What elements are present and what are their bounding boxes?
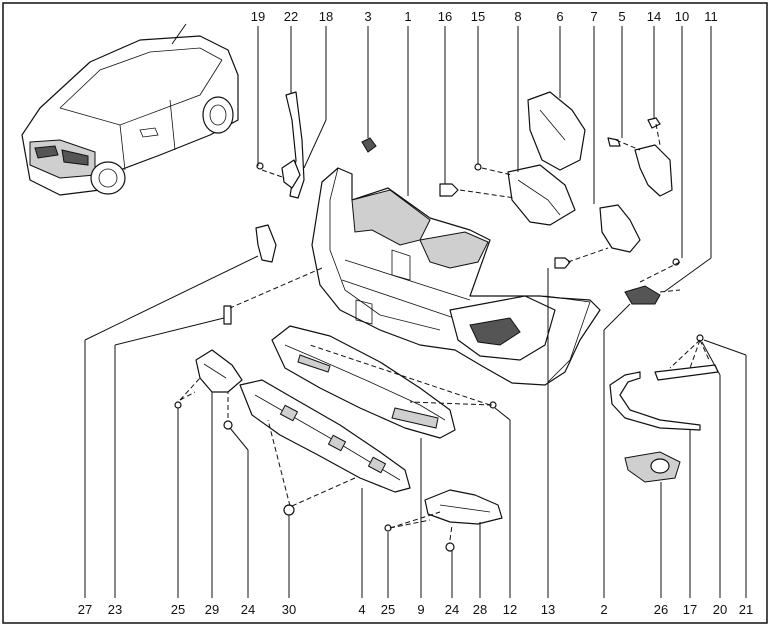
label-top: 7 (590, 9, 597, 24)
label-top: 3 (364, 9, 371, 24)
label-bottom: 24 (241, 602, 255, 617)
label-top: 19 (251, 9, 265, 24)
right-lower-bracket (424, 489, 503, 525)
assembly-lines (179, 123, 711, 541)
label-bottom: 26 (654, 602, 668, 617)
label-top: 1 (404, 9, 411, 24)
label-bottom: 28 (473, 602, 487, 617)
label-bottom: 30 (282, 602, 296, 617)
label-top: 11 (704, 9, 718, 24)
label-bottom: 23 (108, 602, 122, 617)
label-bottom: 27 (78, 602, 92, 617)
label-top: 8 (514, 9, 521, 24)
leader-lines-bottom (84, 255, 747, 598)
label-bottom: 4 (358, 602, 365, 617)
fog-lamp-cover (624, 451, 681, 483)
label-bottom: 13 (541, 602, 555, 617)
fog-lamp-bracket (624, 285, 661, 305)
shield (527, 91, 586, 171)
label-bottom: 20 (713, 602, 727, 617)
label-top: 18 (319, 9, 333, 24)
air-duct (507, 164, 576, 226)
label-bottom: 29 (205, 602, 219, 617)
label-bottom: 25 (381, 602, 395, 617)
fender-bracket (634, 144, 673, 197)
trim-strips (609, 364, 719, 431)
leader-lines-top (257, 26, 712, 293)
label-bottom: 25 (171, 602, 185, 617)
label-top: 10 (675, 9, 689, 24)
label-top: 15 (471, 9, 485, 24)
label-bottom: 2 (600, 602, 607, 617)
small-parts (174, 91, 704, 552)
label-bottom: 17 (683, 602, 697, 617)
label-bottom: 21 (739, 602, 753, 617)
label-bottom: 12 (503, 602, 517, 617)
lower-grille (271, 325, 456, 439)
label-top: 16 (438, 9, 452, 24)
bumper-cover (311, 167, 601, 386)
label-top: 14 (647, 9, 661, 24)
top-labels: 19 22 18 3 1 16 15 8 6 7 5 14 10 11 (251, 9, 718, 24)
label-top: 5 (618, 9, 625, 24)
impact-beam (239, 379, 411, 493)
left-bracket (195, 349, 243, 393)
side-bracket (599, 204, 641, 253)
car-thumbnail (21, 23, 239, 196)
label-bottom: 9 (417, 602, 424, 617)
label-top: 6 (556, 9, 563, 24)
label-bottom: 24 (445, 602, 459, 617)
label-top: 22 (284, 9, 298, 24)
bottom-labels: 27 23 25 29 24 30 4 25 9 24 28 12 13 2 2… (78, 602, 753, 617)
